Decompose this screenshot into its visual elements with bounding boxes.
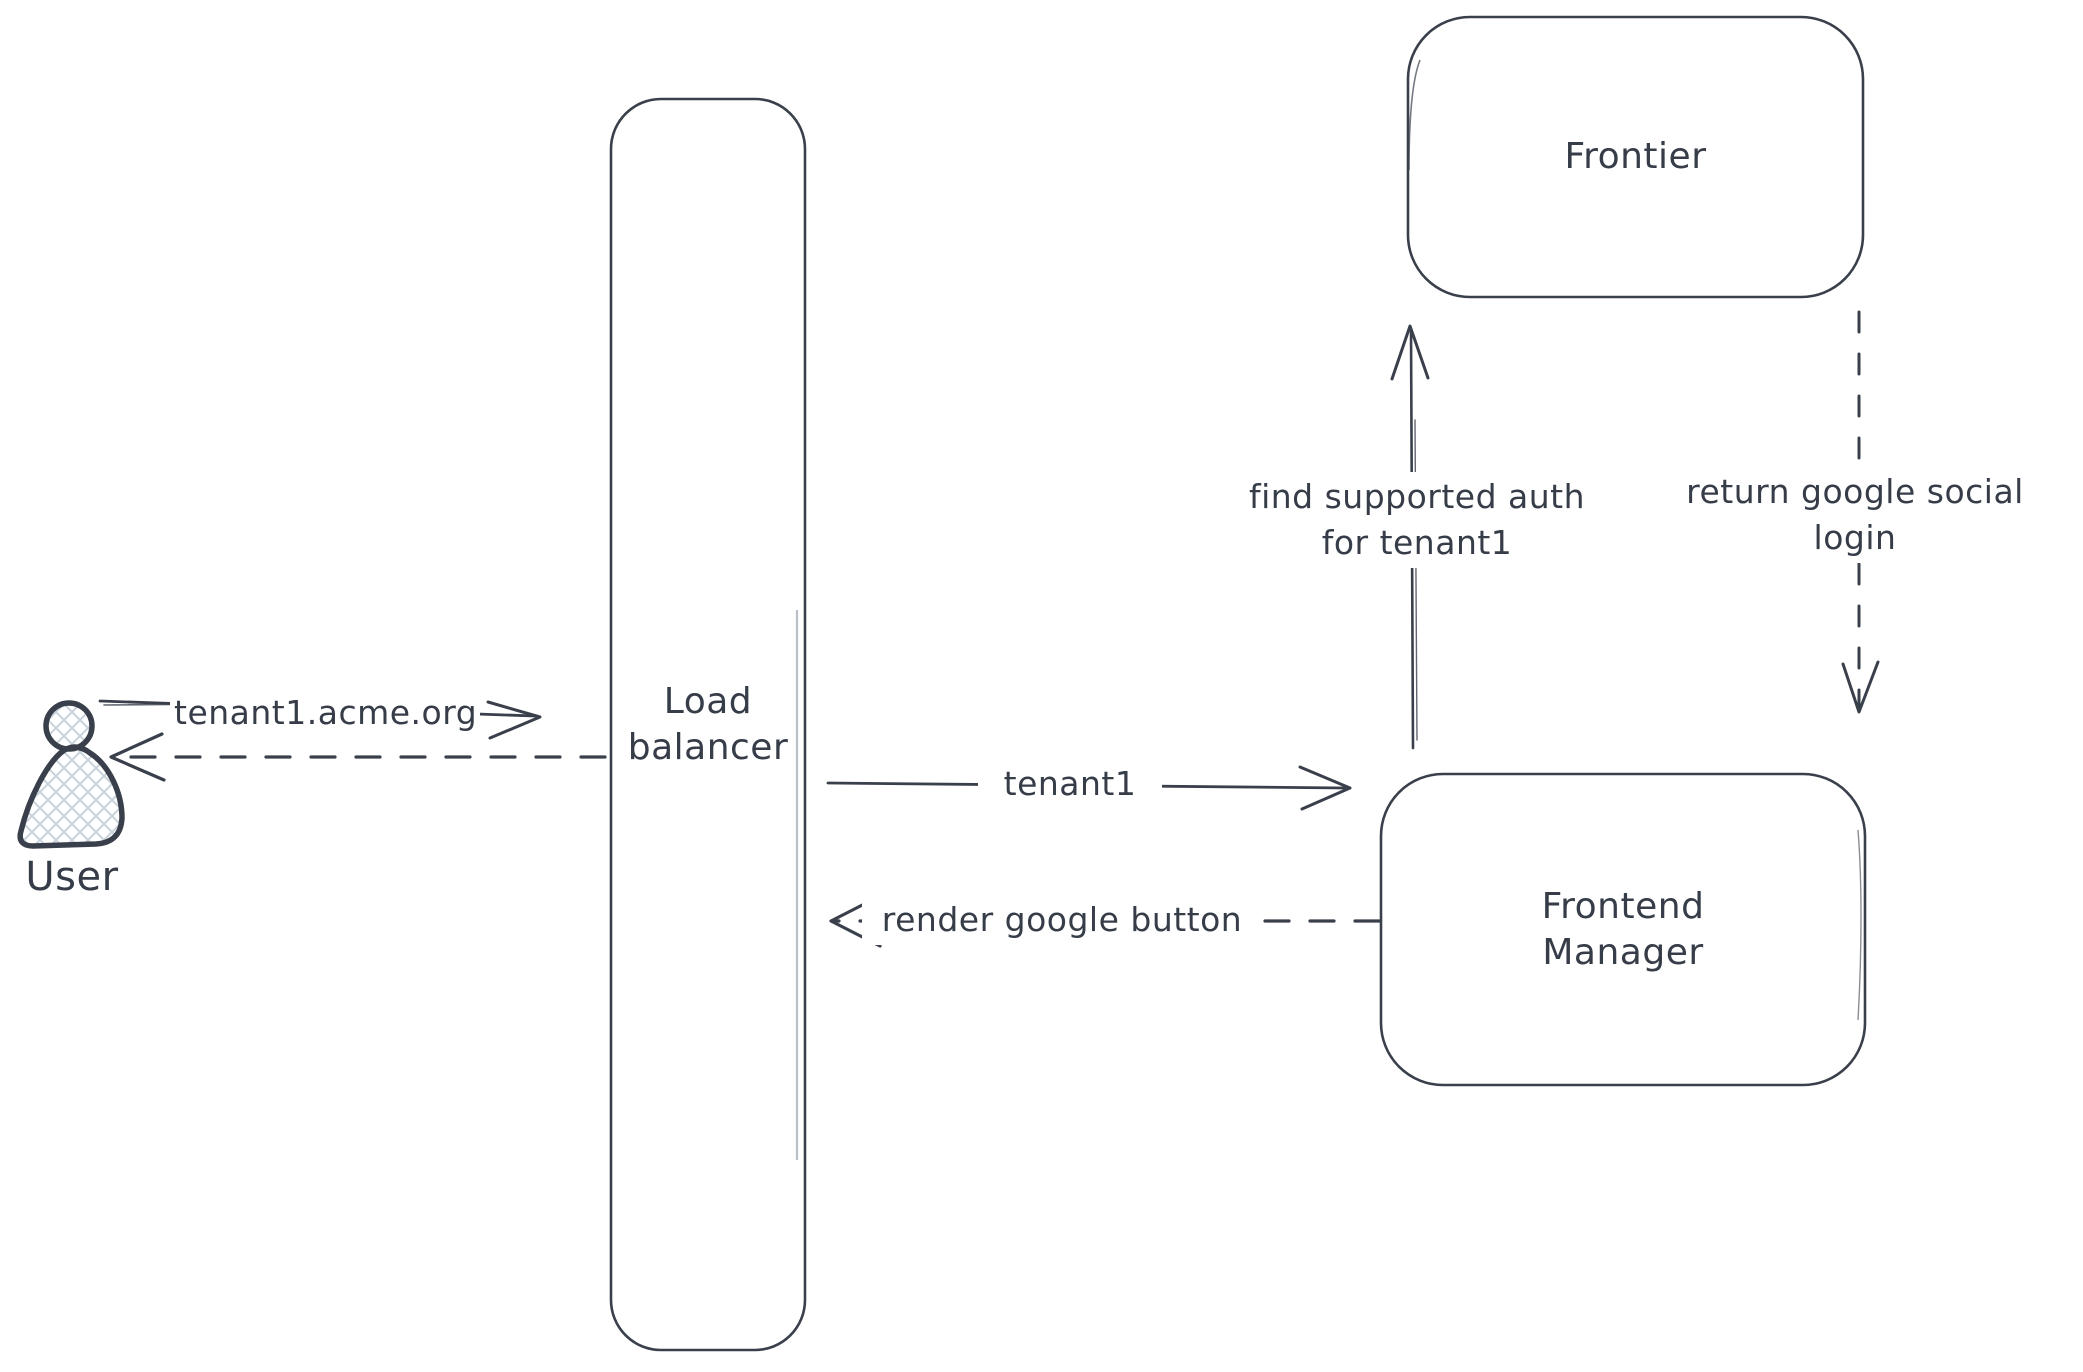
frontier-label: Frontier — [1564, 136, 1707, 177]
find-auth-arrow-label: find supported auth for tenant1 — [1201, 472, 1633, 568]
load-balancer-box — [609, 97, 807, 1352]
return-social-arrow — [1841, 310, 1880, 714]
frontend-manager-box — [1379, 772, 1867, 1087]
load-balancer-label: Load balancer — [627, 680, 789, 768]
frontier-box — [1406, 15, 1865, 299]
tenant1-arrow-label: tenant1 — [978, 759, 1162, 809]
return-social-arrow-label: return google social login — [1645, 467, 2065, 563]
frontend-manager-label: Frontend Manager — [1541, 885, 1705, 973]
user-label: User — [25, 854, 119, 900]
person-icon — [17, 700, 125, 849]
response-arrow — [109, 732, 607, 782]
request-arrow-label: tenant1.acme.org — [170, 688, 480, 738]
render-google-button-arrow-label: render google button — [862, 895, 1262, 945]
